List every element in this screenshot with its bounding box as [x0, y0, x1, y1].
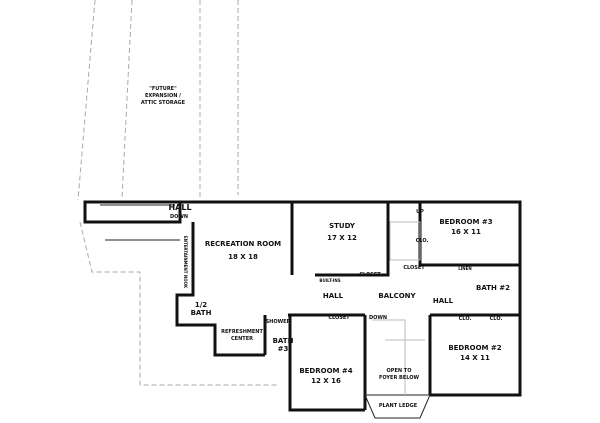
attic-label: "FUTURE" EXPANSION / ATTIC STORAGE [141, 86, 186, 106]
room-label: CLO. [490, 316, 503, 322]
room-label: UP [416, 209, 424, 215]
room-label: FOYER BELOW [379, 375, 420, 381]
room-label: BATH #2 [476, 284, 510, 292]
room-label: 16 X 11 [451, 228, 481, 236]
room-label: DOWN [369, 315, 387, 321]
room-labels: HALL DOWN RECREATION ROOM 18 X 18 ENTERT… [168, 203, 510, 409]
room-label: 17 X 12 [327, 234, 357, 242]
room-label: #3 [278, 345, 289, 353]
room-label: 12 X 16 [311, 377, 341, 385]
room-label: HALL [433, 297, 454, 305]
room-label: DOWN [170, 214, 188, 220]
room-label: CENTER [231, 336, 253, 342]
room-label: 14 X 11 [460, 354, 490, 362]
room-label: LINEN [458, 266, 471, 271]
room-label: OPEN TO [387, 368, 412, 374]
room-label: BATH [191, 309, 212, 317]
room-label: CLOSET [359, 272, 381, 278]
room-label: ENTERTAINMENT NOOK [183, 236, 188, 289]
walls [83, 200, 522, 419]
room-label: BUILT-INS [319, 278, 340, 283]
room-label: BEDROOM #3 [439, 218, 492, 226]
room-label: CLO. [459, 316, 472, 322]
room-label: CLOSET [403, 265, 425, 271]
room-label: BEDROOM #4 [299, 367, 352, 375]
room-label: RECREATION ROOM [205, 240, 281, 248]
room-label: STUDY [329, 222, 356, 230]
room-label: SHOWER [266, 319, 291, 325]
room-label: 18 X 18 [228, 253, 258, 261]
room-label: HALL [168, 203, 191, 212]
room-label: BATH [273, 337, 294, 345]
room-label: CLOSET [328, 315, 350, 321]
room-label: BALCONY [378, 292, 416, 300]
room-label: ATTIC STORAGE [141, 100, 186, 106]
room-label: "FUTURE" [149, 86, 177, 92]
room-label: 1/2 [195, 301, 207, 309]
room-label: REFRESHMENT [221, 329, 263, 335]
room-label: CLO. [416, 238, 429, 244]
room-label: BEDROOM #2 [448, 344, 501, 352]
room-label: PLANT LEDGE [379, 403, 418, 409]
attic-outline [77, 0, 278, 386]
room-label: EXPANSION / [145, 93, 181, 99]
room-label: HALL [323, 292, 344, 300]
